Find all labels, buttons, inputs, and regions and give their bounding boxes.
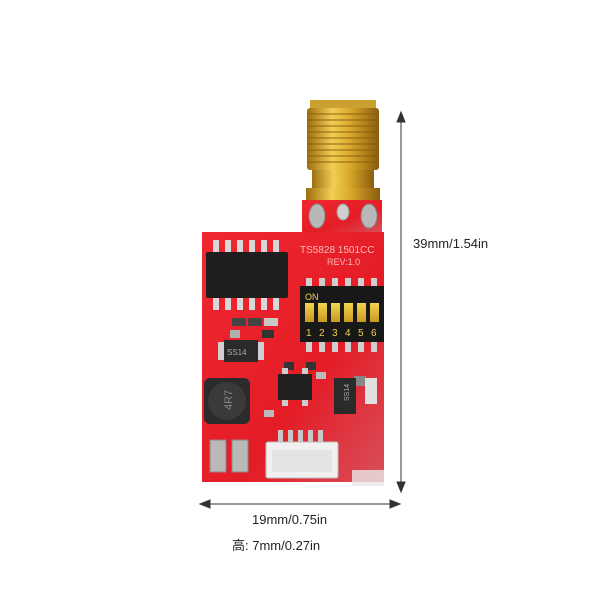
silkscreen-model: TS5828 1501CC: [300, 245, 375, 256]
inductor: 4R7: [204, 378, 250, 424]
sot-chip: [278, 368, 312, 406]
silkscreen-rev: REV:1.0: [327, 257, 360, 267]
width-dimension-line: [198, 499, 402, 509]
smd-components: [230, 318, 377, 417]
dip-number: 5: [358, 328, 364, 339]
dip-on-label: ON: [305, 292, 319, 302]
dip-number: 4: [345, 328, 351, 339]
dip-switch: ON 1 2 3 4 5 6: [300, 278, 384, 352]
diode-top: SS14: [218, 340, 264, 362]
height-dimension-label: 39mm/1.54in: [413, 236, 489, 251]
dip-number: 3: [332, 328, 338, 339]
width-dimension-label: 19mm/0.75in: [252, 512, 328, 527]
diode-right-label: SS14: [344, 384, 351, 401]
ic-chip: [206, 240, 288, 310]
sma-connector: [306, 100, 380, 202]
bottom-pads: [209, 439, 249, 473]
height-dimension-line: [396, 110, 406, 494]
dip-number: 6: [371, 328, 377, 339]
inductor-label: 4R7: [223, 390, 235, 410]
diode-top-label: SS14: [227, 348, 247, 357]
diode-right: SS14: [334, 378, 356, 414]
dip-number: 2: [319, 328, 325, 339]
dip-number: 1: [306, 328, 312, 339]
pin-header-connector: [265, 430, 339, 479]
depth-dimension-label: 高: 7mm/0.27in: [232, 538, 321, 553]
